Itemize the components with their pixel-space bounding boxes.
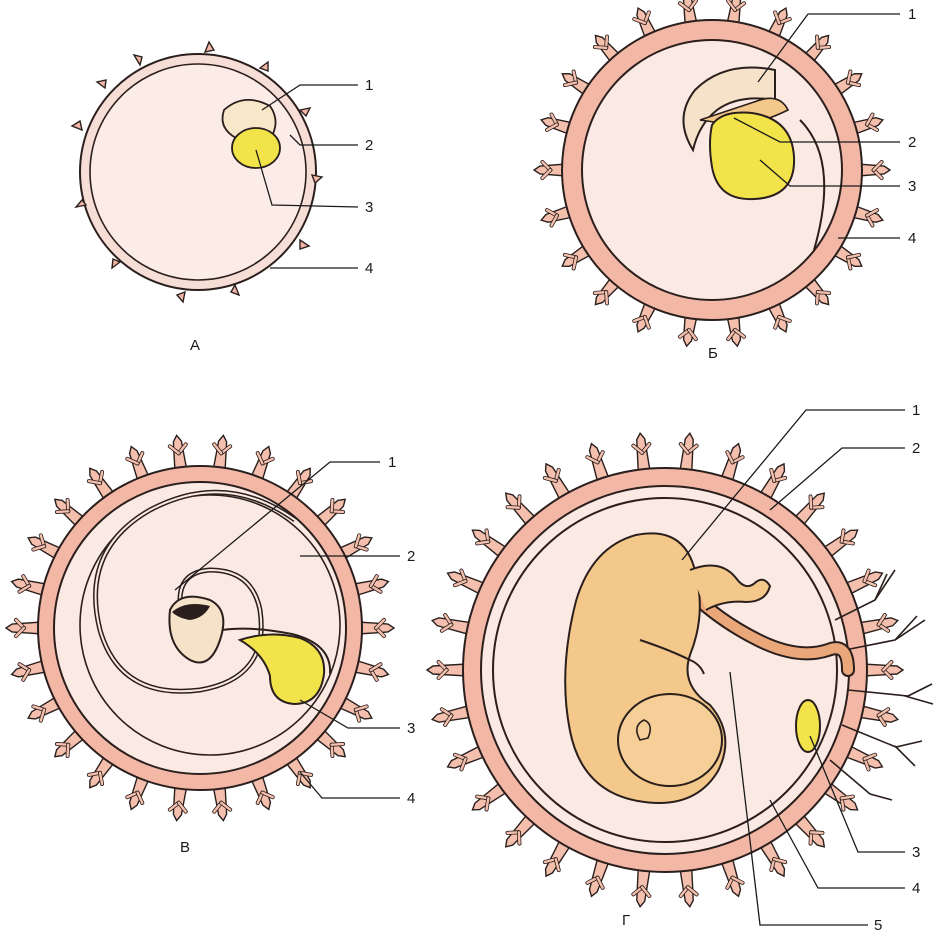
panel-d-label-4: 4 xyxy=(912,880,920,897)
villus-branch xyxy=(817,37,818,48)
panel-b-label-4: 4 xyxy=(908,230,916,247)
panel-d-leader-2 xyxy=(770,448,905,510)
panel-d-yolk-sac xyxy=(796,700,820,752)
panel-d-label-5: 5 xyxy=(874,917,882,934)
villus-branch xyxy=(57,511,68,512)
panel-c-label-4: 4 xyxy=(407,790,415,807)
villus-branch xyxy=(811,832,822,833)
panel-b: 1 2 3 4 Б xyxy=(534,0,916,362)
panel-a-label-1: 1 xyxy=(365,77,373,94)
panel-d-label-1: 1 xyxy=(912,402,920,419)
panel-a-yolk-sac xyxy=(232,128,280,168)
panel-c-letter: В xyxy=(180,839,190,856)
panel-a-cavity xyxy=(90,64,306,280)
panel-b-yolk-sac xyxy=(710,113,794,200)
panel-c-label-2: 2 xyxy=(407,548,415,565)
panel-c: 1 2 3 4 В xyxy=(6,435,415,856)
panel-b-label-3: 3 xyxy=(908,178,916,195)
panel-c-leader-4 xyxy=(300,772,400,798)
villus-branch xyxy=(595,47,606,48)
villus-branch xyxy=(332,744,343,745)
panel-b-letter: Б xyxy=(708,345,718,362)
villus-branch xyxy=(606,292,607,303)
panel-d-label-2: 2 xyxy=(912,440,920,457)
villus-branch xyxy=(811,496,812,507)
panel-c-label-3: 3 xyxy=(407,720,415,737)
panel-a-label-4: 4 xyxy=(365,260,373,277)
panel-a-letter: А xyxy=(190,337,200,354)
panel-b-label-1: 1 xyxy=(908,6,916,23)
villus-branch xyxy=(818,292,829,293)
villus-branch xyxy=(68,745,69,756)
panel-c-label-1: 1 xyxy=(388,454,396,471)
panel-b-label-2: 2 xyxy=(908,134,916,151)
panel-d-letter: Г xyxy=(622,912,630,929)
villus-branch xyxy=(519,832,520,843)
panel-a-label-3: 3 xyxy=(365,199,373,216)
panel-d-fetus-head xyxy=(618,694,722,786)
panel-d-label-3: 3 xyxy=(912,844,920,861)
panel-a: 1 2 3 4 А xyxy=(72,42,373,354)
villus-branch xyxy=(508,507,519,508)
panel-d: 1 2 3 4 5 Г xyxy=(427,402,933,934)
villus-branch xyxy=(332,500,333,511)
panel-a-label-2: 2 xyxy=(365,137,373,154)
